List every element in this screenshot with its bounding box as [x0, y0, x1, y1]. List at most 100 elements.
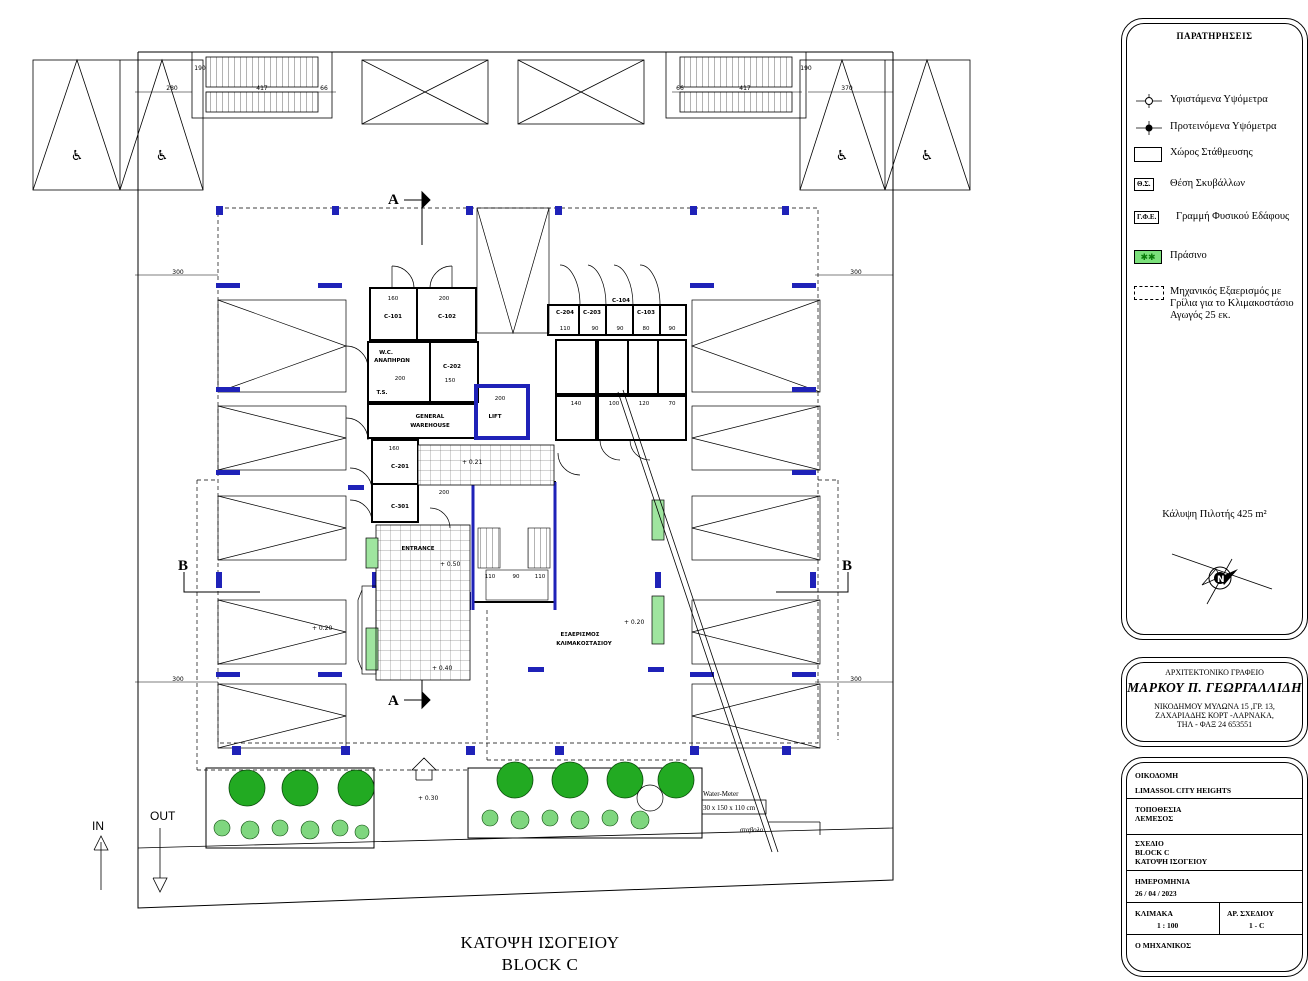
dimension-text: 280 417 66 66 417 370 190 190 300 300 30…	[166, 65, 862, 683]
svg-text:N: N	[1217, 575, 1225, 585]
legend-item-bins: Θ.Σ. Θέση Σκυβάλλων	[1134, 178, 1303, 192]
svg-text:+ 0.20: + 0.20	[312, 625, 332, 632]
section-markers	[183, 190, 849, 710]
door-swings	[345, 264, 661, 529]
tb-engineer: Ο ΜΗΧΑΝΙΚΟΣ	[1135, 941, 1192, 950]
drawing-title: ΚΑΤΟΨΗ ΙΣΟΓΕΙΟΥ	[460, 933, 620, 952]
svg-text:C-104: C-104	[612, 298, 630, 304]
drawing-subtitle: BLOCK C	[501, 955, 579, 974]
svg-text:C-102: C-102	[438, 314, 456, 320]
svg-text:110: 110	[560, 326, 571, 332]
svg-text:ENTRANCE: ENTRANCE	[402, 546, 435, 552]
svg-text:♿: ♿	[921, 148, 934, 164]
svg-text:B: B	[178, 558, 188, 574]
svg-text:200: 200	[439, 296, 450, 302]
svg-text:♿: ♿	[71, 148, 84, 164]
bench	[357, 585, 377, 675]
title-block: ΟΙΚΟΔΟΜΗ LIMASSOL CITY HEIGHTS ΤΟΠΟΘΕΣΙΑ…	[1121, 757, 1308, 977]
svg-text:ΕΞΑΕΡΙΣΜΟΣ: ΕΞΑΕΡΙΣΜΟΣ	[561, 632, 600, 638]
svg-text:C-202: C-202	[443, 364, 461, 370]
svg-text:200: 200	[439, 490, 450, 496]
svg-text:WAREHOUSE: WAREHOUSE	[410, 423, 450, 429]
svg-text:Water-Meter: Water-Meter	[703, 790, 739, 798]
svg-text:GENERAL: GENERAL	[416, 414, 445, 420]
svg-text:160: 160	[389, 446, 400, 452]
water-meter-box	[617, 389, 821, 853]
svg-text:B: B	[842, 558, 852, 574]
svg-text:C-203: C-203	[583, 310, 601, 316]
svg-text:+ 0.21: + 0.21	[462, 459, 482, 466]
room-labels: C-101 C-102 C-202 C-201 C-301 C-204 C-20…	[374, 298, 655, 647]
svg-text:120: 120	[639, 401, 650, 407]
interior-stairs	[477, 527, 551, 601]
svg-text:+ 0.30: + 0.30	[418, 795, 438, 802]
entry-stairs	[191, 51, 807, 119]
office-name: ΜΑΡΚΟΥ Π. ΓΕΩΡΓΑΛΛΙΔΗ	[1127, 680, 1302, 695]
legend-item-green: ✱✱ Πράσινο	[1134, 250, 1303, 264]
lift-shaft	[474, 384, 530, 440]
level-markers: + 0.21 + 0.50 + 0.20 + 0.20 + 0.40 + 0.3…	[312, 459, 644, 802]
columns	[216, 206, 816, 755]
north-arrow-icon: N	[1171, 553, 1273, 605]
svg-text:370: 370	[841, 85, 853, 92]
svg-text:300: 300	[850, 676, 862, 683]
svg-text:30 x 150 x 110 cm: 30 x 150 x 110 cm	[703, 804, 756, 812]
parking-bays	[217, 207, 821, 749]
svg-text:280: 280	[166, 85, 178, 92]
svg-text:90: 90	[669, 326, 676, 332]
svg-text:A: A	[388, 192, 399, 208]
legend-item-parking: Χώρος Στάθμευσης	[1134, 147, 1303, 162]
street-parking	[32, 58, 971, 191]
svg-text:100: 100	[609, 401, 620, 407]
svg-text:♿: ♿	[836, 148, 849, 164]
svg-text:70: 70	[669, 401, 676, 407]
out-label: OUT	[150, 809, 176, 823]
svg-text:190: 190	[194, 65, 206, 72]
coverage-text: Κάλυψη Πιλοτής 425 m²	[1162, 509, 1267, 520]
tb-scale-sheet: ΚΛΙΜΑΚΑ 1 : 100 ΑΡ. ΣΧΕΔΙΟΥ 1 - C	[1127, 903, 1302, 935]
svg-text:66: 66	[320, 85, 328, 92]
notes-panel: ΠΑΡΑΤΗΡΗΣΕΙΣ Υφιστάμενα Υψόμετρα Προτειν…	[1121, 18, 1308, 640]
bin-tag: Θ.Σ.	[1134, 178, 1154, 191]
notes-title: ΠΑΡΑΤΗΡΗΣΕΙΣ	[1176, 31, 1253, 41]
svg-text:+ 0.20: + 0.20	[624, 619, 644, 626]
svg-text:+ 0.40: + 0.40	[432, 665, 452, 672]
svg-text:C-204: C-204	[556, 310, 574, 316]
svg-text:σταβολο: σταβολο	[740, 826, 764, 834]
tb-building: ΟΙΚΟΔΟΜΗ LIMASSOL CITY HEIGHTS	[1127, 763, 1302, 799]
svg-text:90: 90	[513, 574, 520, 580]
ground-line-tag: Γ.Φ.Ε.	[1134, 211, 1160, 224]
legend-item-existing: Υφιστάμενα Υψόμετρα	[1134, 94, 1303, 108]
ventilation-icon	[1134, 286, 1164, 300]
interior-dims: 160 200 200 150 200 160 200 110 90 90 80…	[388, 296, 676, 580]
svg-text:66: 66	[676, 85, 684, 92]
planters	[365, 499, 665, 671]
section-labels: A A B B	[178, 192, 852, 709]
in-label: IN	[92, 819, 104, 833]
office-address: ΝΙΚΟΔΗΜΟΥ ΜΥΛΩΝΑ 15 ,ΓΡ. 13, ΖΑΧΑΡΙΑΔΗΣ …	[1154, 702, 1275, 729]
svg-text:110: 110	[535, 574, 546, 580]
svg-text:90: 90	[592, 326, 599, 332]
svg-text:ΚΛΙΜΑΚΟΣΤΑΣΙΟΥ: ΚΛΙΜΑΚΟΣΤΑΣΙΟΥ	[556, 641, 612, 647]
svg-text:+ 0.50: + 0.50	[440, 561, 460, 568]
svg-text:140: 140	[571, 401, 582, 407]
existing-meter-icon	[1134, 94, 1164, 108]
svg-text:C-103: C-103	[637, 310, 655, 316]
svg-text:300: 300	[850, 269, 862, 276]
svg-text:150: 150	[445, 378, 456, 384]
entrance-floor	[375, 444, 555, 681]
dimension-lines	[135, 91, 893, 683]
water-meter-text: Water-Meter 30 x 150 x 110 cm σταβολο	[703, 790, 764, 834]
legend-item-ventilation: Μηχανικός Εξαερισμός με Γρίλια για το Κλ…	[1134, 286, 1303, 322]
floor-plan: ♿♿ ♿♿ 280 417 66 66 417 370 190 190 300 …	[32, 51, 971, 909]
svg-text:417: 417	[739, 85, 751, 92]
svg-text:C-101: C-101	[384, 314, 402, 320]
svg-text:200: 200	[495, 396, 506, 402]
svg-text:ΑΝΑΠΗΡΩΝ: ΑΝΑΠΗΡΩΝ	[374, 358, 410, 364]
proposed-meter-icon	[1134, 121, 1164, 135]
svg-text:C-301: C-301	[391, 504, 409, 510]
svg-text:110: 110	[485, 574, 496, 580]
svg-text:T.S.: T.S.	[376, 390, 387, 396]
greenery-icon: ✱✱	[1134, 250, 1162, 264]
svg-text:90: 90	[617, 326, 624, 332]
